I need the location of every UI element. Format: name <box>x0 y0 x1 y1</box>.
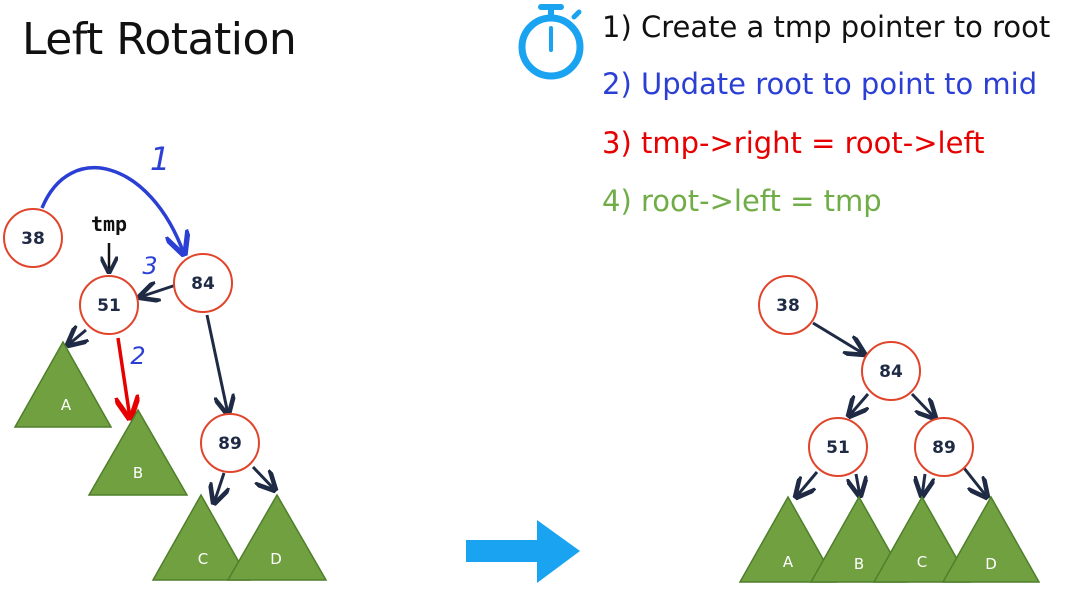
node-51-after: 51 <box>808 417 868 477</box>
svg-text:51: 51 <box>97 296 121 316</box>
right-arrow-icon <box>466 520 580 583</box>
svg-text:38: 38 <box>776 296 800 316</box>
subtree-b-before: B <box>87 408 189 496</box>
page-title: Left Rotation <box>22 14 297 65</box>
edge-51-A <box>68 330 86 345</box>
node-51-before: 51 <box>79 275 139 335</box>
edge-after-84-89 <box>910 392 935 418</box>
subtree-a-after: A <box>738 495 838 583</box>
edge-after-89-D <box>962 467 987 497</box>
edge-after-89-C <box>922 473 925 496</box>
subtree-d-before: D <box>226 493 328 581</box>
svg-text:51: 51 <box>826 438 850 458</box>
node-38-before: 38 <box>3 208 63 268</box>
step-3-text: 3) tmp->right = root->left <box>602 126 985 160</box>
node-84-after: 84 <box>861 341 921 401</box>
svg-text:D: D <box>985 555 997 573</box>
node-38-after: 38 <box>758 275 818 335</box>
annotation-2: 2 <box>130 342 145 370</box>
step-4-text: 4) root->left = tmp <box>602 184 882 218</box>
svg-text:38: 38 <box>21 229 45 249</box>
svg-text:D: D <box>270 550 282 568</box>
annotation-1: 1 <box>150 140 170 178</box>
svg-text:B: B <box>133 464 143 482</box>
stopwatch-icon <box>518 4 584 80</box>
step-1-text: 1) Create a tmp pointer to root <box>602 10 1051 44</box>
subtree-d-after: D <box>941 495 1041 583</box>
edge-after-51-B <box>856 473 860 496</box>
step-1-curve-arrow <box>40 166 184 254</box>
node-89-after: 89 <box>914 417 974 477</box>
svg-text:84: 84 <box>191 274 215 294</box>
edge-after-84-51 <box>849 393 868 416</box>
edge-after-51-A <box>796 471 819 497</box>
svg-text:A: A <box>61 396 72 414</box>
svg-text:89: 89 <box>218 434 242 454</box>
annotation-3: 3 <box>142 252 157 280</box>
tmp-label: tmp <box>91 212 127 236</box>
node-89-before: 89 <box>200 413 260 473</box>
subtree-b-after: B <box>809 495 909 583</box>
edge-89-D <box>251 465 275 490</box>
svg-text:A: A <box>783 553 794 571</box>
subtree-a-before: A <box>13 340 113 428</box>
svg-text:C: C <box>917 553 927 571</box>
svg-text:84: 84 <box>879 362 903 382</box>
subtree-c-before: C <box>151 493 251 581</box>
step-2-text: 2) Update root to point to mid <box>602 67 1038 101</box>
edge-51-B <box>118 337 130 418</box>
svg-text:C: C <box>198 550 208 568</box>
node-84-before: 84 <box>173 253 233 313</box>
edge-89-C <box>214 472 224 503</box>
subtree-c-after: C <box>872 495 972 583</box>
edge-84-51 <box>140 285 177 297</box>
svg-text:B: B <box>854 555 864 573</box>
svg-text:89: 89 <box>932 438 956 458</box>
edge-84-89 <box>205 314 228 414</box>
edge-after-38-84 <box>812 321 864 354</box>
